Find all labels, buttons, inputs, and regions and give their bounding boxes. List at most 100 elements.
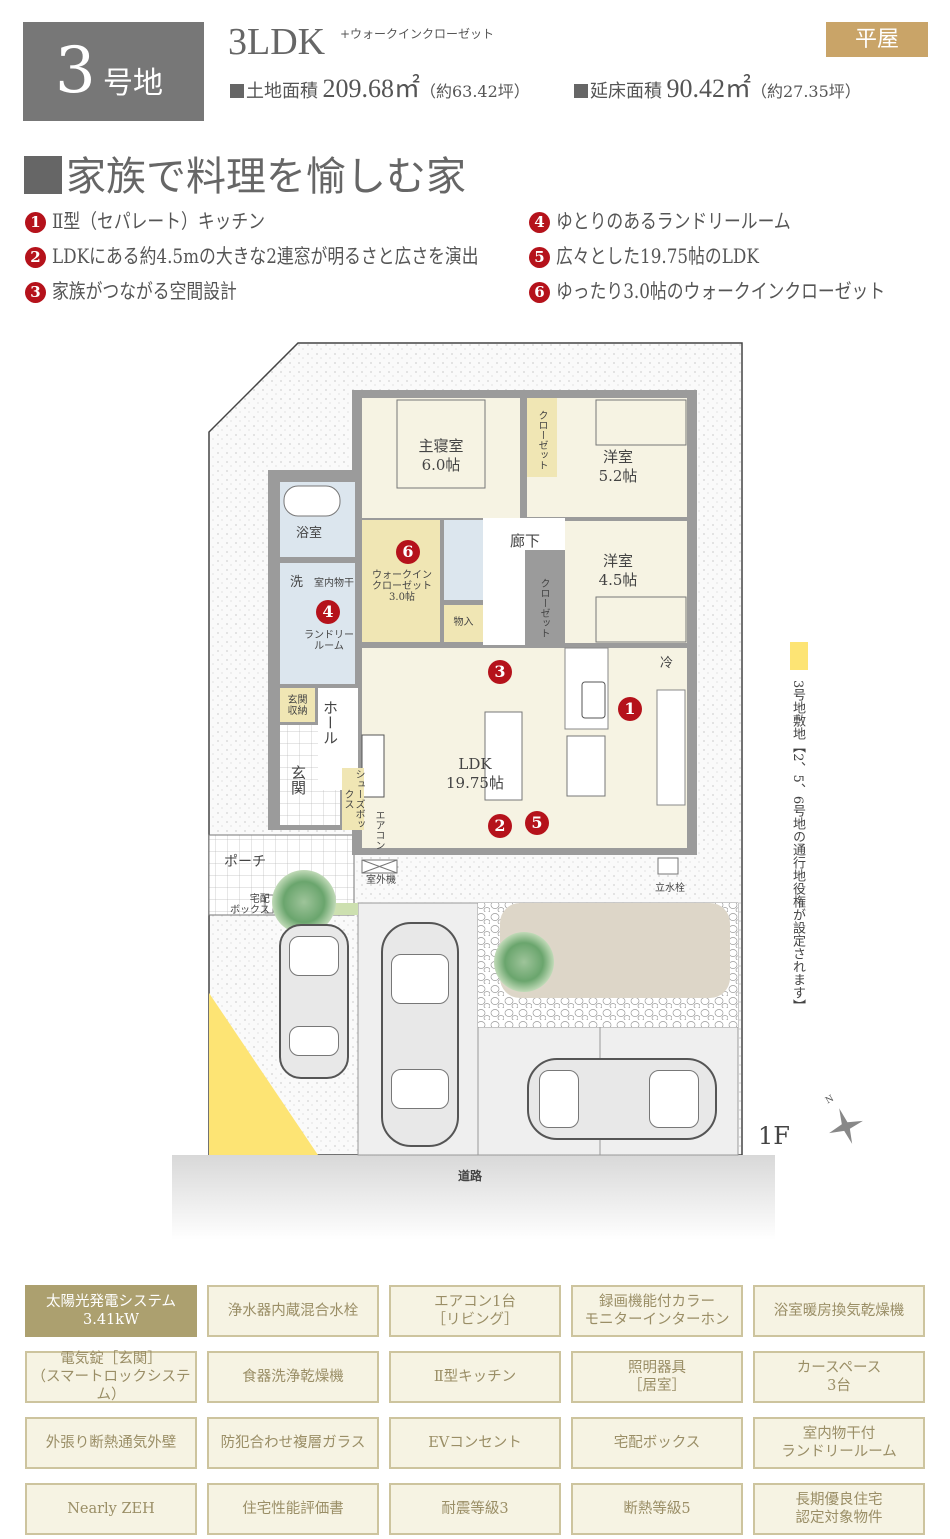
closet-label: クローゼット bbox=[536, 410, 547, 470]
shoebox-label: シューズボックス bbox=[342, 768, 364, 830]
hallway-label: 廊下 bbox=[509, 532, 540, 550]
room-size: 19.75帖 bbox=[446, 774, 504, 792]
storage bbox=[444, 605, 483, 642]
compass-icon: N bbox=[824, 1094, 866, 1145]
plan-badge-2: 2 bbox=[488, 814, 512, 838]
ldk bbox=[362, 648, 687, 848]
land-area-value: 209.68㎡ bbox=[322, 74, 420, 103]
room-name: 洋室 bbox=[602, 448, 633, 466]
tree-icon bbox=[272, 870, 336, 934]
equipment-item: 食器洗浄乾燥機 bbox=[207, 1351, 379, 1403]
feature-text: 広々とした19.75帖のLDK bbox=[556, 244, 759, 268]
equipment-item: EVコンセント bbox=[389, 1417, 561, 1469]
room-name: 主寝室 bbox=[418, 437, 464, 455]
feature-badge: 1 bbox=[25, 212, 46, 233]
faucet bbox=[657, 857, 679, 875]
walk-in-closet bbox=[362, 520, 440, 642]
equipment-item: 住宅性能評価書 bbox=[207, 1483, 379, 1535]
sink bbox=[581, 681, 606, 719]
master-bedroom bbox=[362, 398, 520, 518]
tree-icon bbox=[494, 932, 554, 992]
bath-label: 浴室 bbox=[296, 526, 323, 541]
equipment-item: 室内物干付 ランドリールーム bbox=[753, 1417, 925, 1469]
easement-note: 3号地敷地【2、5、6号地の通行地役権が設定されます】 bbox=[790, 680, 805, 1013]
room-name: 洋室 bbox=[602, 552, 633, 570]
room-size: 6.0帖 bbox=[421, 456, 461, 474]
floor-label: 1F bbox=[758, 1122, 790, 1150]
plan-badge-3: 3 bbox=[488, 660, 512, 684]
tv-board bbox=[361, 734, 385, 798]
bed bbox=[396, 399, 486, 489]
porch-label: ポーチ bbox=[224, 854, 266, 870]
land-area-label: 土地面積 bbox=[246, 81, 318, 102]
car-icon bbox=[279, 924, 349, 1079]
equipment-item: 長期優良住宅 認定対象物件 bbox=[753, 1483, 925, 1535]
feature-badge: 5 bbox=[529, 247, 550, 268]
feature-text: ゆとりのあるランドリールーム bbox=[556, 209, 791, 233]
laundry-room bbox=[280, 563, 355, 684]
car-icon bbox=[527, 1058, 717, 1140]
land-area: 土地面積 209.68㎡（約63.42坪） bbox=[230, 68, 530, 105]
genkan-storage bbox=[280, 688, 315, 722]
square-bullet-icon bbox=[230, 84, 244, 98]
equipment-item: 照明器具 ［居室］ bbox=[571, 1351, 743, 1403]
bathtub bbox=[283, 485, 341, 517]
genkan-label: 玄関 bbox=[289, 765, 307, 795]
equipment-item: 録画機能付カラー モニターインターホン bbox=[571, 1285, 743, 1337]
lot-number: 3 bbox=[55, 34, 96, 108]
site-plan bbox=[172, 342, 775, 1240]
room-size: 5.2帖 bbox=[598, 467, 638, 485]
entrance-hall-label: ホール bbox=[321, 700, 339, 745]
lot-suffix: 号地 bbox=[103, 66, 163, 101]
title-text: 家族で料理を愉しむ家 bbox=[66, 154, 466, 200]
bed bbox=[595, 596, 687, 643]
equipment-item: 防犯合わせ複層ガラス bbox=[207, 1417, 379, 1469]
feature-badge: 4 bbox=[529, 212, 550, 233]
square-bullet-icon bbox=[24, 156, 62, 194]
feature-text: Ⅱ型（セパレート）キッチン bbox=[52, 209, 266, 233]
laundry-label: ランドリー ルーム bbox=[304, 630, 354, 652]
square-bullet-icon bbox=[574, 84, 588, 98]
room-size: 4.5帖 bbox=[598, 571, 638, 589]
equipment-item: 浴室暖房換気乾燥機 bbox=[753, 1285, 925, 1337]
aircon-label: エアコン bbox=[373, 810, 384, 850]
room-name: LDK bbox=[458, 755, 492, 773]
car-icon bbox=[381, 922, 459, 1147]
land-area-tsubo: （約63.42坪） bbox=[419, 82, 530, 101]
outdoor-unit-label: 室外機 bbox=[366, 875, 396, 886]
storage-label: 物入 bbox=[453, 617, 474, 628]
closet bbox=[527, 398, 557, 477]
equipment-item: 浄水器内蔵混合水栓 bbox=[207, 1285, 379, 1337]
type-badge: 平屋 bbox=[826, 22, 928, 57]
feature-item: 4 ゆとりのあるランドリールーム bbox=[529, 207, 948, 235]
equipment-item: 電気錠［玄関］ （スマートロックシステム） bbox=[25, 1351, 197, 1403]
yellow-area bbox=[209, 993, 318, 1155]
genkan-storage-label: 玄関 収納 bbox=[287, 695, 308, 717]
fridge-label: 冷 bbox=[660, 656, 674, 671]
page-title: 家族で料理を愉しむ家 bbox=[24, 144, 466, 202]
layout-note: +ウォークインクローゼット bbox=[340, 27, 495, 41]
floor-area-value: 90.42㎡ bbox=[666, 74, 751, 103]
feature-badge: 6 bbox=[529, 282, 550, 303]
plan-badge-6: 6 bbox=[396, 540, 420, 564]
sofa bbox=[484, 711, 523, 801]
dining-table bbox=[566, 735, 606, 797]
indoor-drying-label: 室内物干 bbox=[314, 578, 354, 589]
equipment-item: 宅配ボックス bbox=[571, 1417, 743, 1469]
road bbox=[172, 1155, 775, 1240]
equipment-item: Ⅱ型キッチン bbox=[389, 1351, 561, 1403]
equipment-item: Nearly ZEH bbox=[25, 1483, 197, 1535]
toilet bbox=[444, 520, 483, 600]
easement-color-key bbox=[790, 642, 808, 670]
lot-number-box: 3 号地 bbox=[23, 22, 204, 121]
equipment-item: 断熱等級5 bbox=[571, 1483, 743, 1535]
feature-badge: 3 bbox=[25, 282, 46, 303]
faucet-label: 立水栓 bbox=[655, 883, 685, 894]
bed bbox=[595, 399, 687, 446]
